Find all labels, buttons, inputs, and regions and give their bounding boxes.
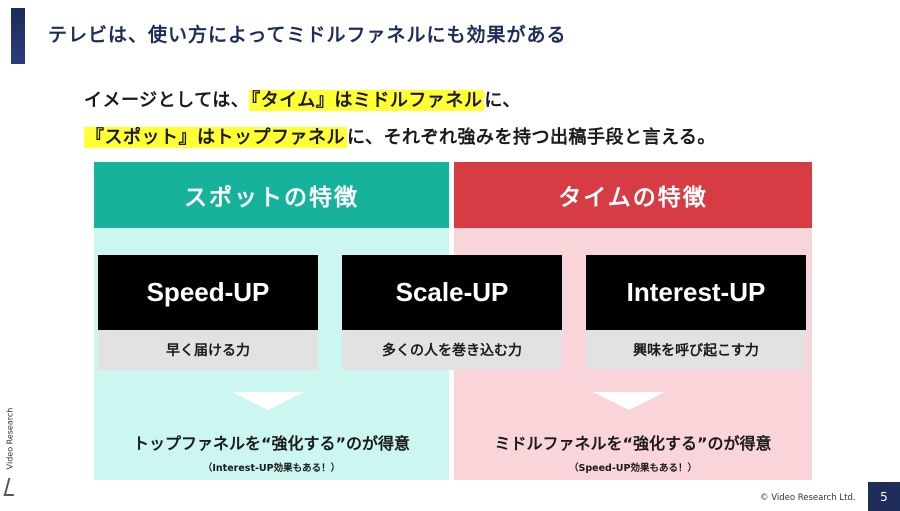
brand-mark-icon xyxy=(3,478,19,496)
feature-interest-up: Interest-UP 興味を呼び起こす力 xyxy=(586,255,806,370)
intro-line-1-highlight: 『タイム』はミドルファネル xyxy=(249,90,485,111)
feature-desc: 興味を呼び起こす力 xyxy=(586,330,806,370)
copyright: © Video Research Ltd. xyxy=(760,493,856,503)
intro-line-2: 『スポット』はトップファネルに、それぞれ強みを持つ出稿手段と言える。 xyxy=(84,123,716,149)
title-accent-bar xyxy=(11,8,25,64)
intro-line-2-post: に、それぞれ強みを持つ出稿手段と言える。 xyxy=(347,127,716,148)
time-summary-main: ミドルファネルを“強化する”のが得意 xyxy=(494,434,772,453)
feature-name: Interest-UP xyxy=(586,255,806,330)
feature-desc: 早く届ける力 xyxy=(98,330,318,370)
time-panel-header: タイムの特徴 xyxy=(454,162,812,228)
feature-desc: 多くの人を巻き込む力 xyxy=(342,330,562,370)
intro-line-1-pre: イメージとしては、 xyxy=(84,90,250,111)
spot-summary-sub: （Interest-UP効果もある！） xyxy=(202,463,341,474)
page-number: 5 xyxy=(868,482,900,511)
spot-panel-header: スポットの特徴 xyxy=(94,162,449,228)
time-down-arrow-icon xyxy=(593,392,665,410)
intro-line-1: イメージとしては、『タイム』はミドルファネルに、 xyxy=(84,86,521,112)
brand-vertical-text: Video Research xyxy=(5,407,15,470)
feature-scale-up: Scale-UP 多くの人を巻き込む力 xyxy=(342,255,562,370)
time-summary-sub: （Speed-UP効果もある！） xyxy=(569,463,697,474)
feature-name: Scale-UP xyxy=(342,255,562,330)
slide-title: テレビは、使い方によってミドルファネルにも効果がある xyxy=(48,24,567,46)
spot-summary-main: トップファネルを“強化する”のが得意 xyxy=(132,434,411,453)
time-summary: ミドルファネルを“強化する”のが得意 （Speed-UP効果もある！） xyxy=(454,430,812,474)
feature-speed-up: Speed-UP 早く届ける力 xyxy=(98,255,318,370)
spot-summary: トップファネルを“強化する”のが得意 （Interest-UP効果もある！） xyxy=(94,430,449,474)
intro-line-1-post: に、 xyxy=(484,90,521,111)
brand-logo: Video Research xyxy=(3,404,19,496)
feature-name: Speed-UP xyxy=(98,255,318,330)
spot-down-arrow-icon xyxy=(232,392,304,410)
intro-line-2-highlight: 『スポット』はトップファネル xyxy=(84,127,347,148)
